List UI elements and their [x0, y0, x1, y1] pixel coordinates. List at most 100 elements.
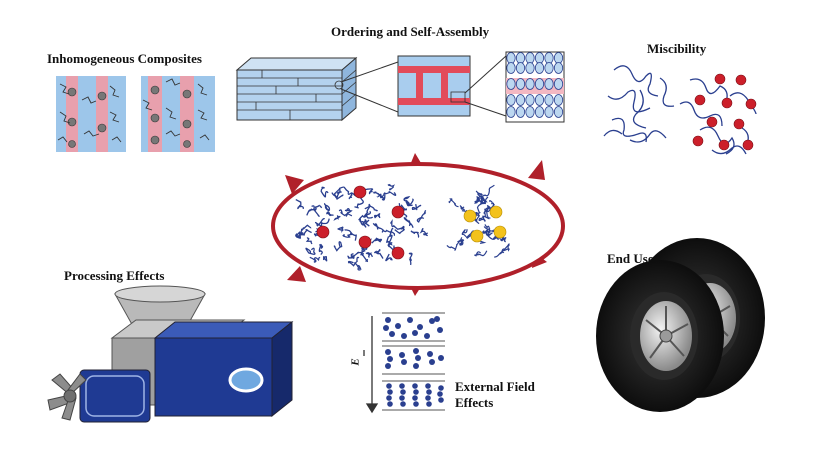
- polymer-chain: [331, 192, 344, 201]
- polymer-chain: [374, 249, 384, 259]
- polymer-chain: [309, 256, 321, 263]
- polymer-chain: [388, 227, 394, 244]
- polymer-chain: [305, 247, 316, 255]
- polymer-chain: [360, 249, 369, 263]
- polymer-chain: [484, 224, 495, 234]
- polymer-chain: [386, 236, 393, 248]
- polymer-chain: [408, 252, 413, 266]
- polymer-chain: [344, 208, 353, 217]
- packed-molecule: [544, 106, 554, 118]
- polymer-chain: [474, 195, 484, 205]
- miscibility-particles: [692, 73, 757, 151]
- polymer-chain: [419, 227, 429, 237]
- polymer-chain: [474, 250, 488, 257]
- polymer-chain: [338, 186, 352, 195]
- field-panels: [382, 312, 445, 411]
- polymer-chain: [364, 203, 378, 212]
- polymer-chain: [482, 226, 491, 237]
- processing-effects-label: Processing Effects: [64, 268, 165, 283]
- polymer-chain: [344, 229, 357, 241]
- polymer-chain: [337, 226, 344, 233]
- packed-molecule: [553, 94, 564, 106]
- polymer-chain: [478, 215, 486, 222]
- packed-molecule: [525, 106, 535, 118]
- layered-block-3d: [235, 56, 358, 122]
- tire-front: [596, 260, 724, 412]
- packed-molecule: [544, 52, 554, 64]
- polymer-chain: [457, 239, 465, 247]
- packed-molecule: [515, 94, 526, 106]
- polymer-chain: [314, 218, 326, 227]
- packed-molecule: [544, 94, 554, 106]
- polymer-chain: [359, 217, 370, 226]
- nanocomposite-left-cluster: [295, 183, 429, 271]
- extruder-machine: [47, 285, 294, 423]
- ordering-self-assembly-label: Ordering and Self-Assembly: [331, 24, 490, 39]
- inhomogeneous-composite-panel-right: [141, 76, 215, 152]
- polymer-chain: [322, 256, 328, 262]
- polymer-chain: [358, 213, 374, 221]
- polymer-chain: [347, 256, 360, 267]
- polymer-chain: [382, 229, 396, 236]
- lamellar-cross-section: [397, 55, 471, 117]
- packed-molecule: [506, 62, 516, 74]
- field-particles-random: [383, 316, 443, 339]
- packed-molecule: [515, 106, 526, 118]
- polymer-chain: [403, 195, 413, 207]
- packed-molecule: [544, 62, 554, 74]
- field-particles-chains: [386, 383, 444, 407]
- packed-molecule: [506, 78, 516, 90]
- polymer-chain: [353, 262, 362, 271]
- polymer-chain: [342, 233, 353, 239]
- miscibility-chains: [603, 65, 757, 155]
- inhomogeneous-composite-panel-left: [56, 76, 126, 152]
- packed-molecule: [525, 52, 535, 64]
- packed-molecule: [515, 78, 526, 90]
- packed-molecule: [553, 78, 564, 90]
- packed-molecule: [544, 78, 554, 90]
- polymer-chain: [363, 206, 372, 217]
- polymer-chain: [305, 237, 313, 245]
- polymer-chain: [324, 202, 331, 212]
- inhomogeneous-composites-label: Inhomogeneous Composites: [47, 51, 202, 66]
- molecular-packing-detail: [505, 51, 565, 123]
- packed-molecule: [515, 52, 526, 64]
- polymer-chain: [446, 239, 462, 251]
- polymer-chain: [338, 209, 353, 217]
- polymer-chain: [362, 188, 374, 195]
- external-field-label-line2: Effects: [455, 395, 494, 410]
- packed-molecule: [534, 52, 545, 64]
- polymer-chain: [416, 209, 427, 223]
- field-particles-partial: [385, 348, 444, 369]
- polymer-chain: [410, 230, 420, 238]
- polymer-chain: [447, 198, 459, 208]
- packed-molecule: [506, 52, 516, 64]
- polymer-chain: [320, 186, 329, 198]
- polymer-chain: [481, 184, 495, 198]
- packed-molecule: [506, 106, 516, 118]
- packed-molecule: [553, 52, 564, 64]
- packed-molecule: [553, 62, 564, 74]
- polymer-chain: [350, 251, 364, 258]
- polymer-chain: [365, 252, 374, 258]
- polymer-chain: [296, 231, 305, 239]
- polymer-chain: [318, 243, 324, 256]
- packed-molecule: [506, 94, 516, 106]
- packed-molecule: [534, 78, 545, 90]
- polymer-chain: [411, 203, 422, 211]
- polymer-chain: [499, 244, 510, 255]
- polymer-chain: [379, 191, 397, 199]
- packed-molecule: [525, 78, 535, 90]
- polymer-chain: [311, 204, 323, 211]
- polymer-chain: [333, 215, 341, 221]
- polymer-chain: [489, 199, 495, 209]
- packed-molecule: [525, 62, 535, 74]
- packed-molecule: [515, 62, 526, 74]
- zoom-connector-lines-2: [464, 55, 507, 117]
- polymer-chain: [295, 199, 304, 210]
- polymer-chain: [333, 188, 342, 198]
- miscibility-label: Miscibility: [647, 41, 707, 56]
- polymer-chain: [326, 211, 334, 217]
- zoom-connector-lines-1: [340, 61, 399, 113]
- packed-molecule: [525, 94, 535, 106]
